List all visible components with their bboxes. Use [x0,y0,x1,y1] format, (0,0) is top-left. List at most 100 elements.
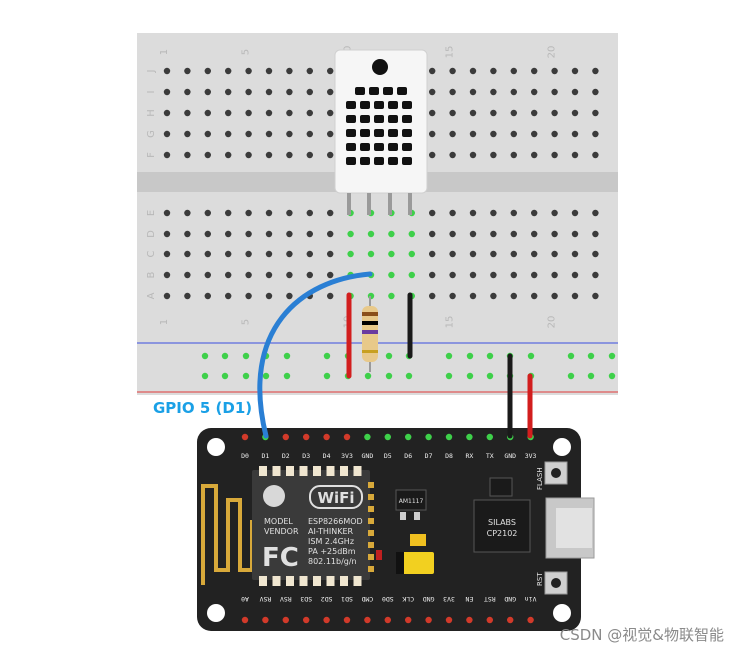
breadboard-hole [225,271,232,279]
board-pin-label: D2 [282,452,290,460]
board-pin [445,433,453,441]
breadboard-hole [429,109,436,117]
breadboard-hole [327,292,334,300]
breadboard-hole [327,130,334,138]
breadboard-hole [306,250,313,258]
grille-slot [346,115,356,123]
power-rail-hole [323,352,331,360]
breadboard-hole [265,151,273,159]
grille-slot [360,115,370,123]
breadboard-hole [449,67,456,75]
breadboard-hole [163,109,171,117]
sensor-pin [408,193,412,215]
breadboard-hole [531,67,538,75]
breadboard-hole [429,250,436,258]
breadboard-hole [306,67,313,75]
board-pin-label: D4 [323,452,331,460]
voltage-regulator [395,489,427,511]
grille-slot [346,143,356,151]
breadboard-hole [449,271,456,279]
grille-slot [346,157,356,165]
breadboard-hole [551,130,558,138]
breadboard-hole [306,271,313,279]
module-pad [299,576,308,586]
breadboard-hole [327,151,334,159]
breadboard-hole [490,271,497,279]
breadboard-hole [286,209,293,217]
breadboard-hole [592,151,599,159]
board-pin [507,616,514,624]
breadboard-hole [327,109,334,117]
breadboard-hole [510,292,517,300]
fc-logo-text: FC [262,543,299,573]
board-pin [405,616,412,624]
breadboard-hole [204,151,211,159]
breadboard-hole [531,109,538,117]
breadboard-hole [286,88,293,96]
breadboard-hole [551,109,558,117]
module-line-3: ISM 2.4GHz [308,537,354,546]
board-pin [323,433,330,441]
breadboard-hole [510,250,517,258]
grille-slot [360,129,370,137]
row-letter: B [146,271,157,278]
breadboard-hole [490,209,497,217]
breadboard-hole [449,292,456,300]
dht-sensor [334,49,428,215]
breadboard-hole [469,209,477,217]
usb-serial-chip [473,499,531,553]
breadboard-hole [367,230,375,238]
power-rail-hole [567,352,575,360]
board-pin-label: SD0 [382,595,394,603]
grille-slot [388,101,398,109]
capacitor-large [396,552,434,574]
breadboard-hole [449,250,456,258]
breadboard-hole [163,271,171,279]
column-number: 20 [547,316,558,329]
blue-data-wire [257,271,373,439]
breadboard-hole [306,88,313,96]
breadboard-hole [245,230,252,238]
power-rail-hole [201,352,209,360]
board-pin-label: 3V3 [341,452,353,460]
power-rail-hole [527,352,535,360]
gpio-label: GPIO 5 (D1) [153,399,253,417]
module-pad [326,466,335,476]
breadboard-hole [490,230,497,238]
breadboard-hole [184,88,191,96]
usb-chip-line-1: SILABS [488,518,516,527]
row-letter: I [146,91,157,94]
breadboard-hole [592,209,599,217]
sensor-pin [367,193,371,215]
module-side-pad [368,518,374,524]
board-pin-label: TX [486,452,494,460]
breadboard-hole [286,271,293,279]
breadboard-hole [510,67,517,75]
breadboard-hole [184,230,191,238]
power-rail-hole [486,352,494,360]
board-pin [425,433,432,441]
grille-slot [383,87,393,95]
breadboard-hole [490,109,497,117]
breadboard-hole [449,130,456,138]
vendor-line-1: MODEL [264,517,293,526]
breadboard-hole [163,88,171,96]
breadboard-hole [551,209,558,217]
breadboard-hole [306,151,313,159]
breadboard-hole [306,130,313,138]
breadboard-hole [265,292,273,300]
module-pad [259,576,267,586]
power-rail-hole [587,372,595,380]
breadboard-hole [469,109,477,117]
board-pin [425,616,432,624]
breadboard-hole [388,292,395,300]
grille-slot [402,143,412,151]
board-pin [303,616,310,624]
module-pad [340,466,348,476]
board-pin [405,433,412,441]
module-side-pad [368,542,374,548]
column-number: 5 [241,49,252,55]
breadboard-hole [429,292,436,300]
power-rail-hole [608,352,616,360]
